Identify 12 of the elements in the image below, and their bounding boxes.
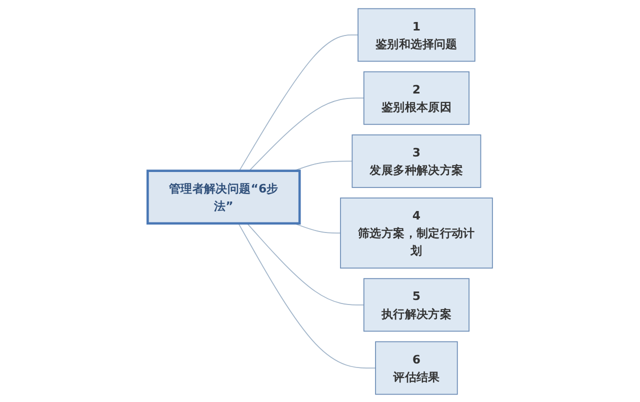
connector (294, 222, 341, 233)
node-box: 3 发展多种解决方案 (352, 134, 482, 188)
node-box: 6 评估结果 (375, 340, 458, 394)
node-box: 管理者解决问题“6步法” (146, 169, 301, 224)
connector (238, 34, 358, 171)
connector (246, 222, 364, 305)
node-box: 2 鉴别根本原因 (363, 70, 470, 124)
connector (248, 97, 364, 171)
node-box: 4 筛选方案，制定行动计划 (340, 197, 493, 268)
connector (238, 222, 376, 368)
node-box: 1 鉴别和选择问题 (358, 8, 476, 62)
node-box: 5 执行解决方案 (363, 278, 470, 332)
